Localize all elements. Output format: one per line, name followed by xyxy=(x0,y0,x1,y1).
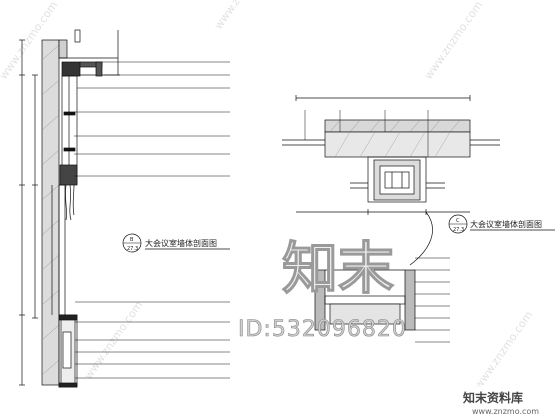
masonry-wall xyxy=(41,39,60,386)
curtain-cables xyxy=(65,184,75,221)
right-side-annotations xyxy=(415,257,450,343)
right-top-annotations xyxy=(304,110,429,157)
right-section-title: C 27.3 大会议室墙体剖面图 xyxy=(448,214,555,234)
section-bubble-sheet: 27.3 xyxy=(127,246,138,252)
beam-box xyxy=(367,156,427,203)
section-bubble-id: B xyxy=(130,237,134,243)
left-section-title: B 27.3 大会议室墙体剖面图 xyxy=(122,233,230,253)
section-bubble-id: C xyxy=(456,218,460,224)
hanger-rod xyxy=(74,29,81,43)
diagonal-watermark: www.znzmo.com xyxy=(472,309,536,392)
diagonal-watermark: www.znzmo.com xyxy=(212,0,276,32)
watermark-id: ID:532096820 xyxy=(238,317,407,342)
right-ceiling-section xyxy=(282,95,500,331)
left-wall-section xyxy=(19,29,120,388)
section-title: 大会议室墙体剖面图 xyxy=(145,238,217,248)
center-watermark: 知末 xyxy=(281,236,394,302)
diagonal-watermark: www.znzmo.com xyxy=(422,0,486,82)
left-annotations xyxy=(74,61,230,379)
brand-url: www.znzmo.com xyxy=(472,407,539,416)
brand-name: 知末资料库 xyxy=(462,390,523,405)
section-bubble-sheet: 27.3 xyxy=(453,227,464,233)
brand-badge: 知末资料库 www.znzmo.com xyxy=(458,386,558,418)
ceiling-slab xyxy=(324,119,471,133)
watermark-logo-text: 知末 xyxy=(282,237,394,302)
detail-callout xyxy=(409,211,433,266)
section-title: 大会议室墙体剖面图 xyxy=(470,219,542,229)
